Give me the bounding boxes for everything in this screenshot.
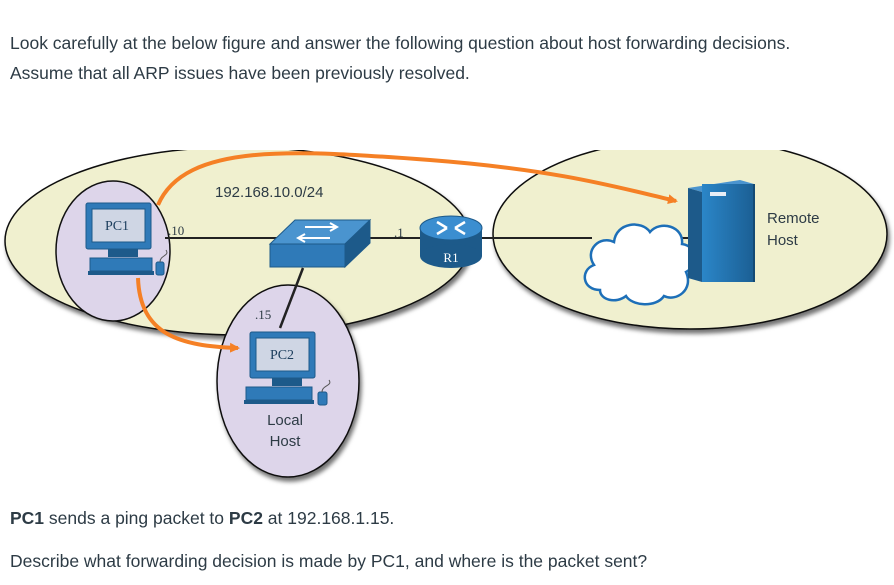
remote-host-label-line-1: Remote — [767, 210, 820, 227]
question-line-2: Describe what forwarding decision is mad… — [10, 551, 648, 571]
switch-router-address-label: .1 — [394, 225, 404, 240]
local-host-label-line-1: Local — [267, 412, 303, 429]
router-icon — [419, 215, 483, 268]
question-line-1: PC1 sends a ping packet to PC2 at 192.16… — [10, 506, 880, 530]
router-label: R1 — [443, 250, 458, 265]
question-part-1: sends a ping packet to — [44, 508, 229, 528]
arrow-pc1-to-pc2 — [136, 277, 240, 353]
instruction-line-1: Look carefully at the below figure and a… — [10, 33, 791, 53]
remote-server-icon — [688, 180, 755, 282]
network-topology-diagram: PC1 .10 192.168.10.0/24 .1 R1 Remote Hos… — [4, 150, 888, 478]
remote-host-label-line-2: Host — [767, 232, 799, 249]
pc1-computer-icon — [85, 202, 168, 276]
pc2-bold-text: PC2 — [228, 508, 263, 528]
link-switch-pc2 — [278, 267, 305, 329]
pc2-label: PC2 — [270, 348, 294, 363]
local-host-label-line-2: Host — [270, 433, 302, 450]
instruction-line-2: Assume that all ARP issues have been pre… — [10, 63, 470, 83]
arrow-pc1-to-remote-host — [156, 151, 678, 206]
pc1-address-label: .10 — [168, 223, 184, 238]
cloud-icon — [583, 223, 696, 306]
switch-icon — [268, 218, 372, 269]
pc2-computer-icon — [244, 331, 331, 406]
network-address-label: 192.168.10.0/24 — [215, 184, 323, 201]
pc2-address-label: .15 — [255, 307, 271, 322]
question-part-2: at 192.168.1.15. — [262, 508, 395, 528]
instructions: Look carefully at the below figure and a… — [10, 28, 870, 88]
pc1-label: PC1 — [105, 219, 129, 234]
pc1-bold-text: PC1 — [10, 508, 45, 528]
